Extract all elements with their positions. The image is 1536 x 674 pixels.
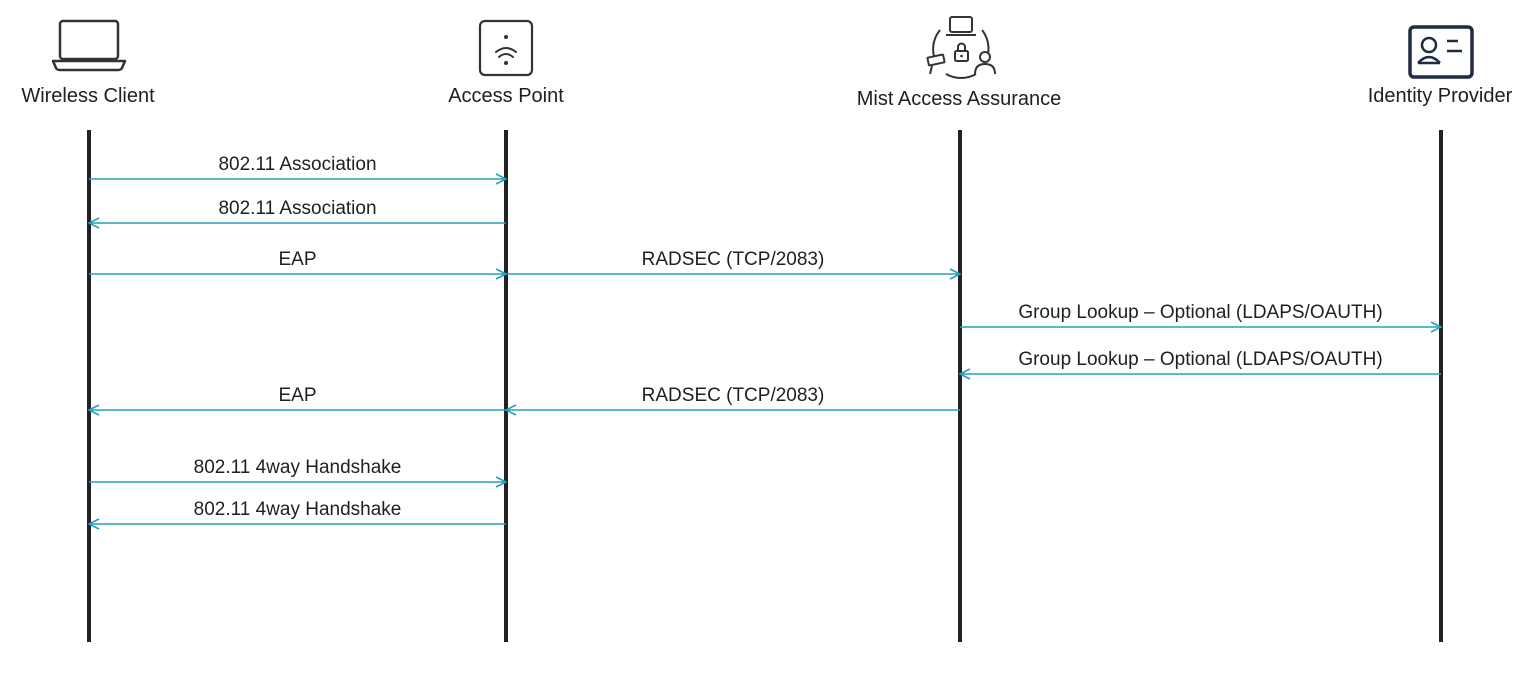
message-label: Group Lookup – Optional (LDAPS/OAUTH) <box>1018 349 1382 370</box>
message-6: Group Lookup – Optional (LDAPS/OAUTH) <box>960 349 1441 374</box>
id-card-icon <box>1408 25 1474 79</box>
message-9: 802.11 4way Handshake <box>89 457 506 482</box>
message-10: 802.11 4way Handshake <box>89 499 506 524</box>
message-label: EAP <box>278 385 316 406</box>
participant-label-wireless-client: Wireless Client <box>21 85 155 107</box>
message-7: EAP <box>89 385 506 410</box>
message-8: RADSEC (TCP/2083) <box>506 385 960 410</box>
message-label: 802.11 Association <box>218 198 376 219</box>
message-3: EAP <box>89 249 506 274</box>
message-label: Group Lookup – Optional (LDAPS/OAUTH) <box>1018 302 1382 323</box>
message-5: Group Lookup – Optional (LDAPS/OAUTH) <box>960 302 1441 327</box>
message-2: 802.11 Association <box>89 198 506 223</box>
message-1: 802.11 Association <box>89 154 506 179</box>
message-label: 802.11 4way Handshake <box>194 457 402 478</box>
access-assurance-icon <box>926 16 996 79</box>
participant-label-access-point: Access Point <box>448 85 564 107</box>
laptop-icon <box>51 19 127 72</box>
message-label: 802.11 4way Handshake <box>194 499 402 520</box>
message-label: EAP <box>278 249 316 270</box>
message-4: RADSEC (TCP/2083) <box>506 249 960 274</box>
message-label: RADSEC (TCP/2083) <box>642 385 825 406</box>
message-label: 802.11 Association <box>218 154 376 175</box>
participant-label-identity-provider: Identity Provider <box>1367 85 1513 107</box>
message-label: RADSEC (TCP/2083) <box>642 249 825 270</box>
participant-label-mist-access-assurance: Mist Access Assurance <box>856 88 1062 110</box>
wifi-access-point-icon <box>478 19 534 77</box>
